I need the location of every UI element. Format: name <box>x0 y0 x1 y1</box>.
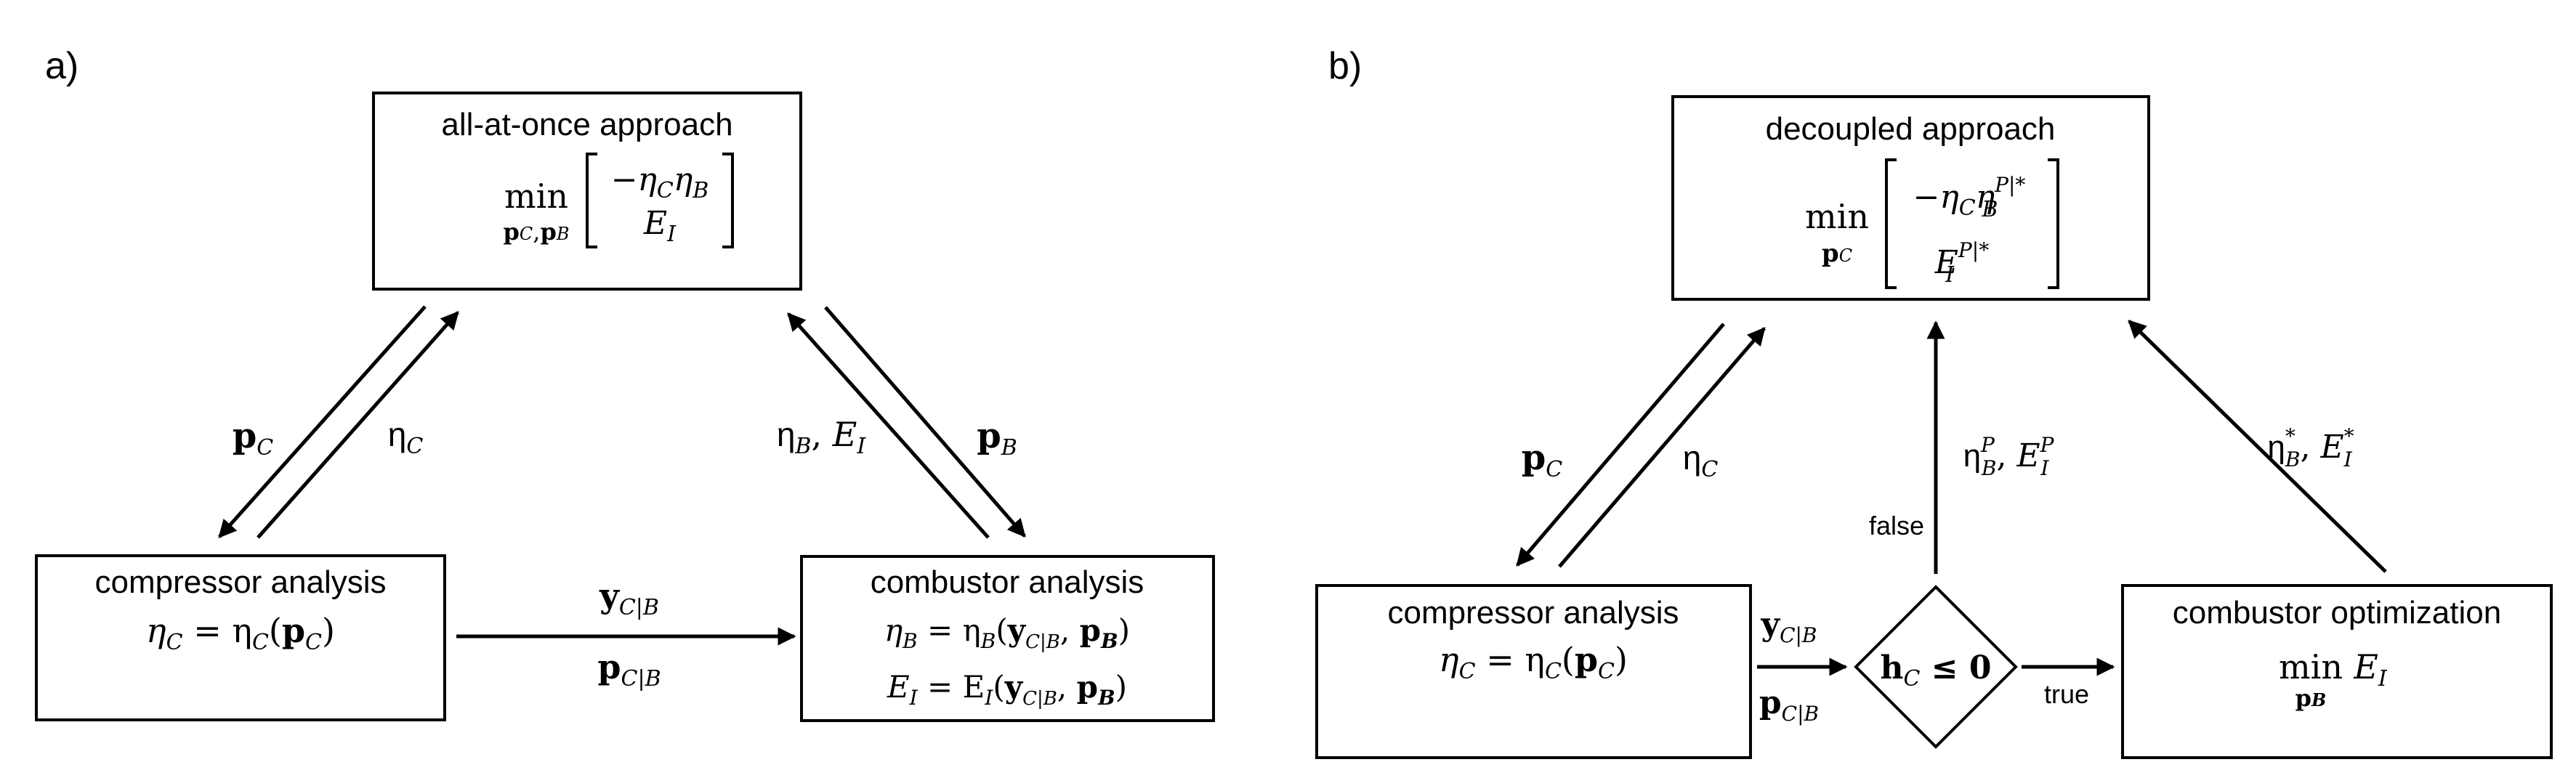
label-ycb-b: yC|B <box>1760 606 1817 647</box>
combustor-opt-box-frame <box>2121 584 2553 759</box>
combustor-opt-objective: EI <box>2353 647 2388 692</box>
decoupled-box-frame <box>1671 95 2150 301</box>
panel-a: a) all-at-once approach min pC,pB −ηCηB … <box>35 45 1215 722</box>
compressor-title-b: compressor analysis <box>1387 595 1679 631</box>
all-at-once-min: min <box>504 177 568 216</box>
label-pc-b: pC <box>1522 437 1563 482</box>
decoupled-right-bracket <box>2048 158 2059 289</box>
panel-b: b) decoupled approach min pC −ηCηP|*B EP… <box>1315 45 2553 759</box>
all-at-once-objective-row1: −ηCηB <box>611 161 709 203</box>
combustor-opt-min-subscript: pB <box>2296 684 2327 712</box>
compressor-box-a-frame <box>35 554 446 721</box>
all-at-once-min-subscript: pC,pB <box>504 218 570 246</box>
decoupled-approach-box: decoupled approach min pC −ηCηP|*B EP|*I <box>1671 95 2150 301</box>
compressor-equation-a: ηC = ηC(pC) <box>146 611 335 655</box>
all-at-once-box: all-at-once approach min pC,pB −ηCηB EI <box>372 92 802 291</box>
combustor-analysis-box: combustor analysis ηB = ηB(yC|B, pB) EI … <box>800 555 1215 722</box>
decoupled-min-subscript: pC <box>1822 239 1852 268</box>
combustor-opt-min: min <box>2279 647 2343 686</box>
decoupled-objective-row2: EP|*I <box>1934 238 1989 288</box>
label-etac-a: ηC <box>388 416 424 459</box>
arrow-etac-a <box>257 311 459 539</box>
all-at-once-right-bracket <box>722 153 734 248</box>
all-at-once-box-frame <box>372 92 802 291</box>
label-pb-a: pB <box>977 416 1017 461</box>
arrow-etab-ei-a <box>787 312 990 539</box>
compressor-analysis-box-b: compressor analysis ηC = ηC(pC) <box>1315 584 1752 759</box>
feasibility-decision-diamond: hC ≤ 0 <box>1854 585 2018 749</box>
label-etab-ei-a: ηB, EI <box>777 415 866 459</box>
decoupled-objective-row1: −ηCηP|*B <box>1913 173 2026 222</box>
label-pc-a: pC <box>233 416 274 461</box>
combustor-opt-title: combustor optimization <box>2173 595 2501 631</box>
label-false: false <box>1869 511 1924 540</box>
arrow-etac-b <box>1558 327 1766 568</box>
combustor-equation-eta: ηB = ηB(yC|B, pB) <box>884 612 1130 653</box>
arrow-star <box>2128 320 2387 573</box>
label-ycb-a: yC|B <box>599 576 659 620</box>
decoupled-min: min <box>1805 197 1869 236</box>
decoupled-title: decoupled approach <box>1766 111 2056 147</box>
label-true: true <box>2044 679 2089 709</box>
all-at-once-title: all-at-once approach <box>441 107 732 142</box>
label-pcb-a: pC|B <box>597 647 661 692</box>
decision-diamond-shape <box>1854 585 2018 749</box>
arrow-pc-a <box>218 305 427 538</box>
arrow-pc-b <box>1516 323 1725 567</box>
compressor-equation-b: ηC = ηC(pC) <box>1439 640 1628 684</box>
compressor-box-b-frame <box>1315 584 1752 759</box>
label-pcb-b: pC|B <box>1759 684 1819 726</box>
all-at-once-left-bracket <box>586 153 597 248</box>
combustor-box-frame <box>800 555 1215 722</box>
arrow-pb-a <box>824 306 1026 538</box>
compressor-analysis-box-a: compressor analysis ηC = ηC(pC) <box>35 554 446 721</box>
decoupled-left-bracket <box>1885 158 1897 289</box>
all-at-once-objective-row2: EI <box>643 205 677 247</box>
combustor-title: combustor analysis <box>871 564 1144 600</box>
label-etac-b: ηC <box>1683 439 1719 482</box>
panel-b-label: b) <box>1328 45 1362 87</box>
panel-a-label: a) <box>45 45 78 87</box>
combustor-equation-ei: EI = EI(yC|B, pB) <box>887 669 1127 710</box>
label-eta-e-star: η*B, E*I <box>2267 424 2354 471</box>
compressor-title-a: compressor analysis <box>94 564 386 600</box>
combustor-optimization-box: combustor optimization min pB EI <box>2121 584 2553 759</box>
decision-condition: hC ≤ 0 <box>1880 649 1991 692</box>
